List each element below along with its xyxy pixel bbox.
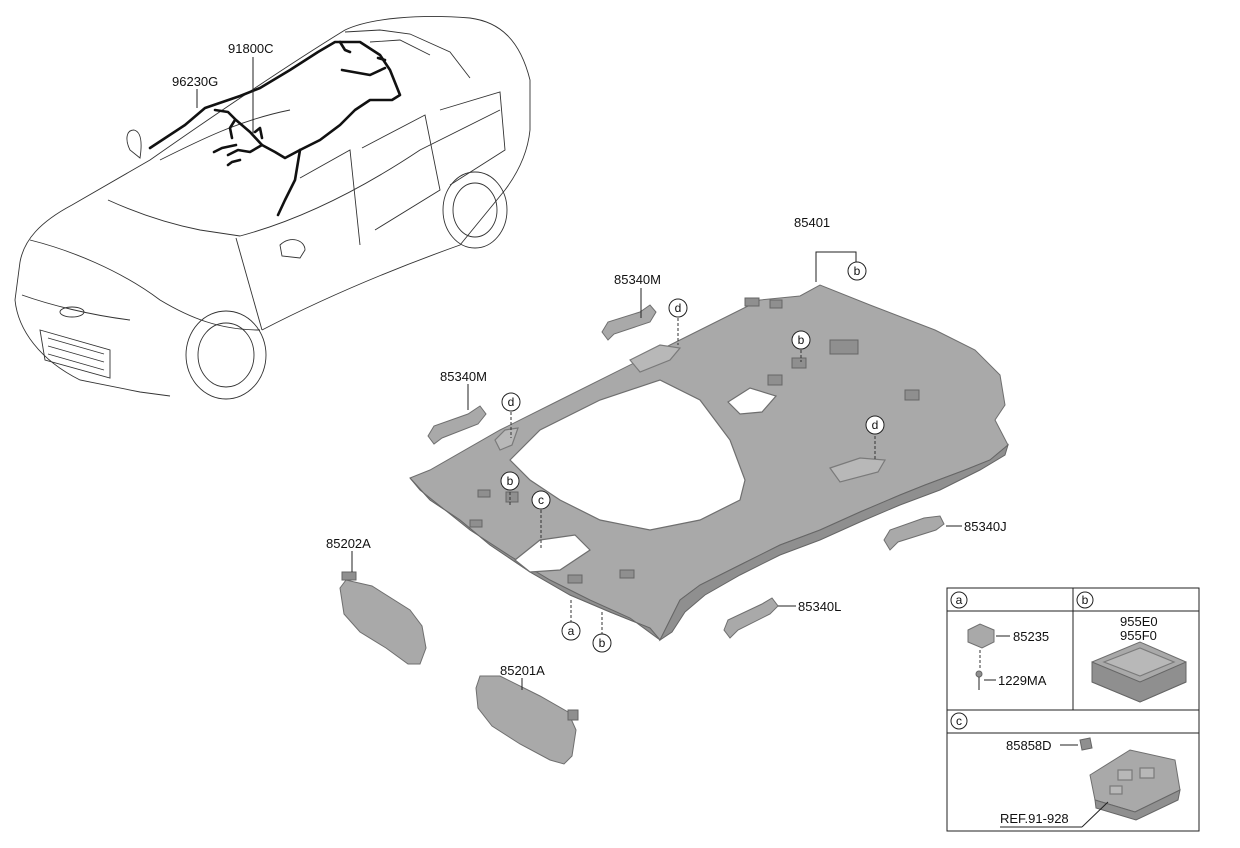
svg-text:b: b — [854, 264, 861, 278]
callout-b-top: b — [847, 261, 867, 281]
overhead-console-icon — [1089, 749, 1181, 821]
leader-lines — [196, 57, 962, 690]
callout-d-right: d — [865, 415, 885, 435]
clip-85235-icon — [967, 623, 995, 649]
vehicle-outline — [14, 16, 531, 400]
label-91800c: 91800C — [228, 41, 274, 56]
assist-grips — [427, 304, 945, 639]
svg-text:b: b — [1082, 593, 1089, 607]
callout-b-center: b — [791, 330, 811, 350]
svg-text:b: b — [507, 474, 514, 488]
svg-text:b: b — [599, 636, 606, 650]
label-85340j: 85340J — [964, 519, 1007, 534]
label-85401: 85401 — [794, 215, 830, 230]
svg-text:c: c — [538, 493, 544, 507]
callout-d-front: d — [501, 392, 521, 412]
label-96230g: 96230G — [172, 74, 218, 89]
legend-header-c: c — [950, 712, 968, 730]
callout-d-rear: d — [668, 298, 688, 318]
label-85340m-rear: 85340M — [614, 272, 661, 287]
legend-ref-91-928: REF.91-928 — [1000, 811, 1069, 826]
headlining-panel — [409, 284, 1009, 642]
sun-visors — [339, 571, 579, 765]
legend-955f0: 955F0 — [1120, 628, 1157, 643]
svg-text:a: a — [956, 593, 963, 607]
control-module-icon — [1091, 641, 1187, 703]
callout-c: c — [531, 490, 551, 510]
legend-table: a b c 85235 1229MA 955E0 955F0 85858 — [946, 587, 1200, 832]
svg-text:b: b — [798, 333, 805, 347]
legend-header-a: a — [950, 591, 968, 609]
svg-text:a: a — [568, 624, 575, 638]
clip-85858d-icon — [1079, 737, 1093, 751]
callout-b-front: b — [500, 471, 520, 491]
legend-85235: 85235 — [1013, 629, 1049, 644]
label-85340m-front: 85340M — [440, 369, 487, 384]
label-85340l: 85340L — [798, 599, 841, 614]
label-85201a: 85201A — [500, 663, 545, 678]
callout-a: a — [561, 621, 581, 641]
legend-1229ma: 1229MA — [998, 673, 1047, 688]
legend-955e0: 955E0 — [1120, 614, 1158, 629]
svg-text:d: d — [872, 418, 879, 432]
screw-1229ma-icon — [975, 670, 983, 690]
legend-85858d: 85858D — [1006, 738, 1052, 753]
svg-text:c: c — [956, 714, 962, 728]
label-85202a: 85202A — [326, 536, 371, 551]
svg-text:d: d — [675, 301, 682, 315]
svg-text:d: d — [508, 395, 515, 409]
legend-header-b: b — [1076, 591, 1094, 609]
callout-b-bottom: b — [592, 633, 612, 653]
roof-wiring-harness — [148, 40, 402, 217]
